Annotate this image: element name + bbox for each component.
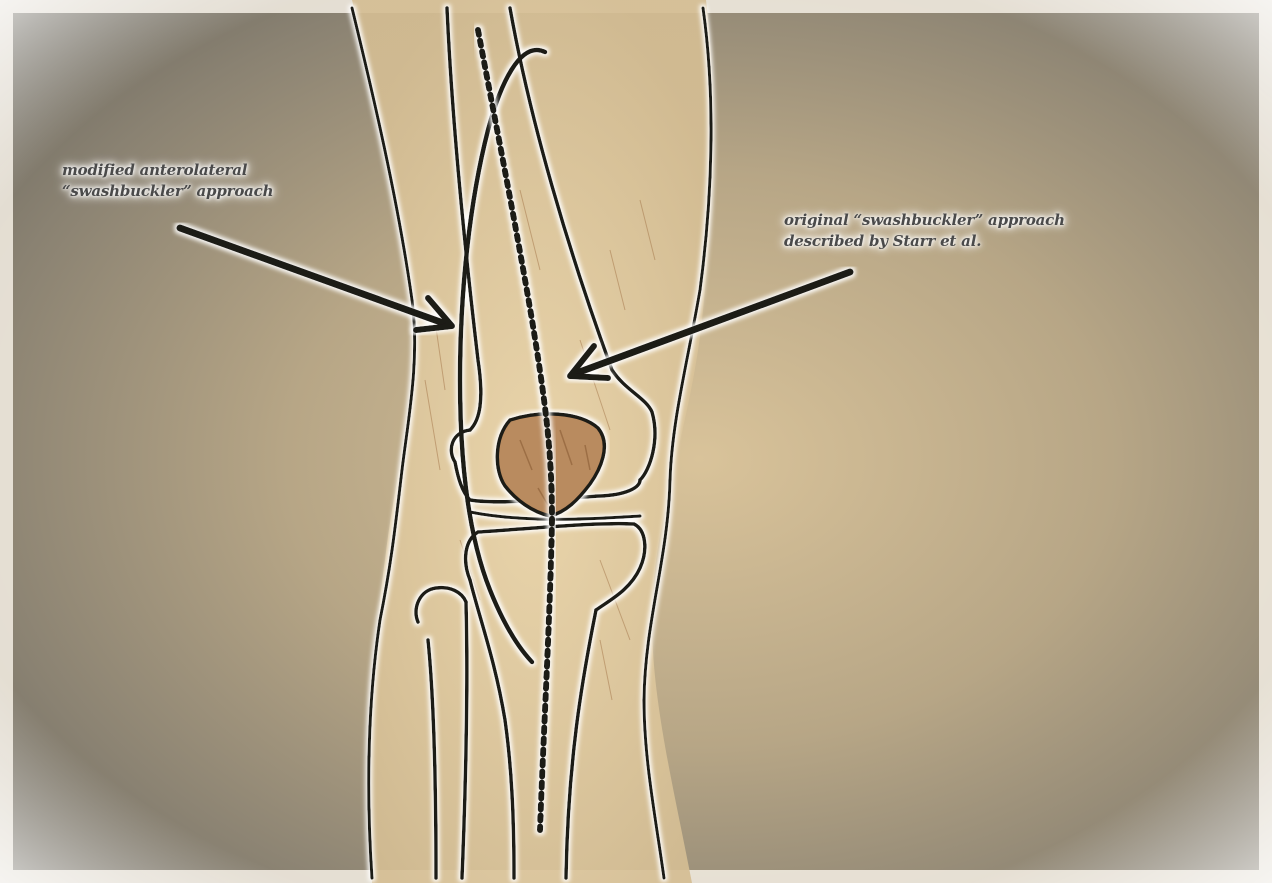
original-approach-label: original “swashbuckler” approach describ… <box>784 210 1065 252</box>
original-approach-label-line2: described by Starr et al. <box>784 231 1065 252</box>
modified-approach-label-line2: “swashbuckler” approach <box>62 181 273 202</box>
original-approach-label-line1: original “swashbuckler” approach <box>784 210 1065 231</box>
modified-approach-label: modified anterolateral “swashbuckler” ap… <box>62 160 273 202</box>
modified-approach-label-line1: modified anterolateral <box>62 160 273 181</box>
